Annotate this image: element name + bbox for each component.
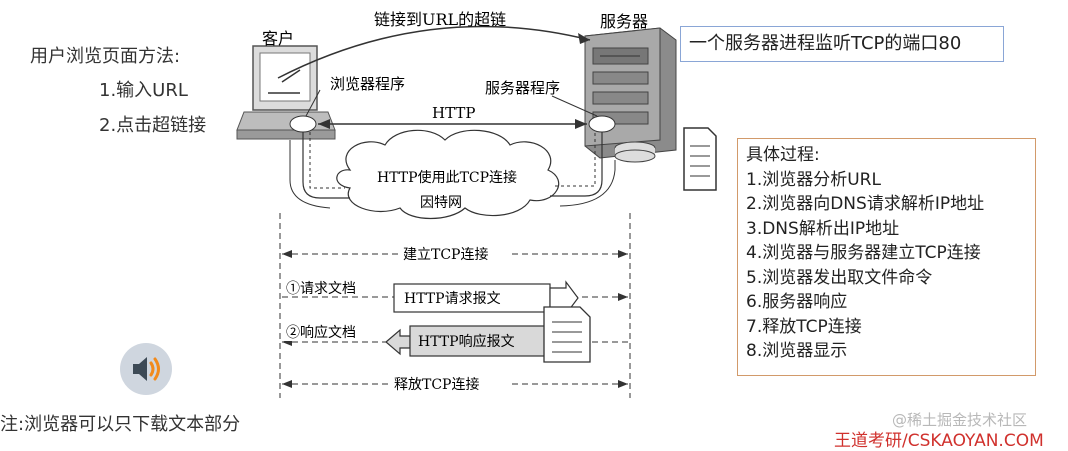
client-computer-icon	[236, 45, 336, 140]
process-title: 具体过程:	[746, 145, 820, 165]
speaker-button[interactable]	[120, 343, 172, 395]
cloud-line-2: 因特网	[420, 195, 462, 211]
hyperlink-label: 链接到URL的超链	[374, 10, 506, 29]
method-item-2: 2.点击超链接	[99, 115, 207, 136]
http-label: HTTP	[432, 104, 475, 122]
establish-tcp-label: 建立TCP连接	[403, 246, 488, 263]
response-doc-label: ②响应文档	[286, 324, 356, 341]
process-step: 5.浏览器发出取文件命令	[746, 267, 933, 288]
process-step: 8.浏览器显示	[746, 341, 848, 361]
process-step: 3.DNS解析出IP地址	[746, 218, 900, 239]
methods-title: 用户浏览页面方法:	[30, 46, 181, 67]
client-label: 客户	[262, 29, 294, 48]
cloud-line-1: HTTP使用此TCP连接	[377, 169, 517, 186]
process-step: 2.浏览器向DNS请求解析IP地址	[746, 194, 985, 214]
process-step: 4.浏览器与服务器建立TCP连接	[746, 243, 981, 263]
footnote: 注:浏览器可以只下载文本部分	[0, 414, 241, 435]
release-tcp-label: 释放TCP连接	[394, 376, 479, 393]
server-program-label: 服务器程序	[485, 79, 560, 97]
browser-program-node	[289, 115, 317, 133]
internet-cloud-icon	[336, 129, 560, 219]
request-doc-label: ①请求文档	[286, 281, 356, 297]
disk-icon	[614, 141, 656, 163]
request-msg-label: HTTP请求报文	[404, 291, 501, 307]
response-msg-label: HTTP响应报文	[418, 333, 515, 350]
document-icon	[683, 127, 717, 191]
server-tower-icon	[584, 27, 677, 159]
site-watermark: 王道考研/CSKAOYAN.COM	[834, 431, 1044, 451]
browser-label: 浏览器程序	[330, 75, 405, 93]
http-request-box	[393, 280, 579, 316]
speaker-icon	[133, 357, 160, 381]
server-program-node	[588, 115, 616, 133]
process-step: 6.服务器响应	[746, 292, 848, 312]
hyperlink-arc	[277, 25, 591, 79]
process-box: 具体过程: 1.浏览器分析URL 2.浏览器向DNS请求解析IP地址 3.DNS…	[737, 138, 1036, 376]
method-item-1: 1.输入URL	[99, 80, 188, 101]
community-watermark: @稀土掘金技术社区	[892, 411, 1028, 429]
port-note-box: 一个服务器进程监听TCP的端口80	[680, 26, 1004, 62]
process-step: 7.释放TCP连接	[746, 316, 862, 337]
server-label: 服务器	[600, 12, 648, 31]
response-document-icon	[543, 306, 591, 363]
process-step: 1.浏览器分析URL	[746, 169, 881, 190]
